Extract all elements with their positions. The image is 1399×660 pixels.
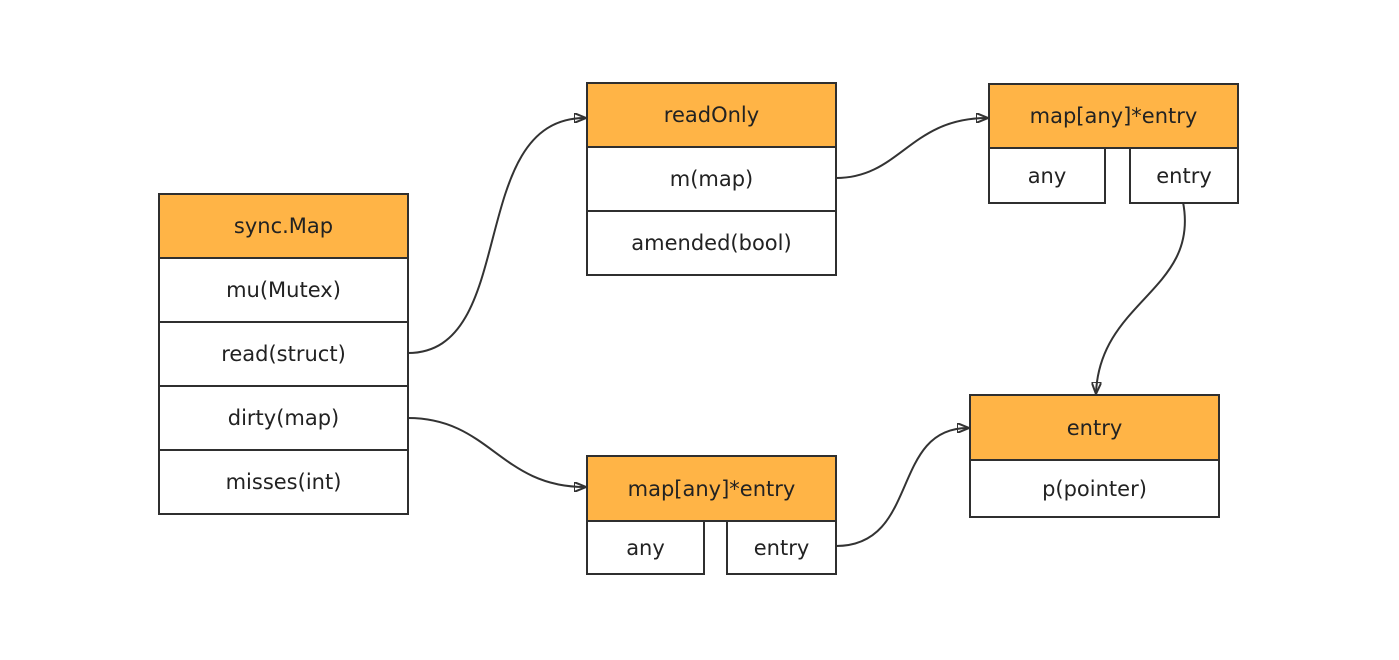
field-m: m(map) <box>586 146 837 212</box>
field-amended: amended(bool) <box>586 210 837 276</box>
arrow-read-entry-to-entry <box>1096 201 1186 393</box>
dirty-map-key: any <box>586 520 705 575</box>
arrow-read-to-readonly <box>407 118 585 354</box>
read-map-value: entry <box>1129 147 1239 204</box>
dirty-map-value: entry <box>726 520 837 575</box>
arrow-dirty-to-dirty-map <box>407 417 585 487</box>
field-p: p(pointer) <box>969 459 1220 518</box>
read-map-key: any <box>988 147 1106 204</box>
field-mu: mu(Mutex) <box>158 257 409 323</box>
field-read: read(struct) <box>158 321 409 387</box>
read-map-title: map[any]*entry <box>988 83 1239 149</box>
sync-map-title: sync.Map <box>158 193 409 259</box>
arrow-m-to-read-map <box>835 118 987 179</box>
readonly-title: readOnly <box>586 82 837 148</box>
field-dirty: dirty(map) <box>158 385 409 451</box>
field-misses: misses(int) <box>158 449 409 515</box>
arrow-dirty-entry-to-entry <box>835 428 968 547</box>
dirty-map-title: map[any]*entry <box>586 455 837 522</box>
entry-title: entry <box>969 394 1220 461</box>
